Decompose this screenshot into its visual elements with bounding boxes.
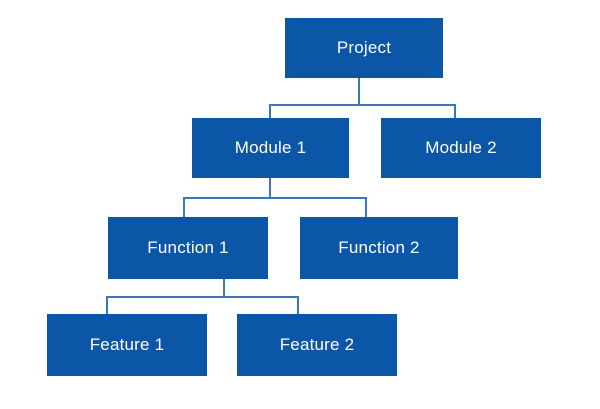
node-project-label: Project [336, 38, 392, 57]
node-feature-2-label: Feature 2 [279, 335, 355, 354]
connector-function-1-drop [183, 197, 185, 217]
node-module-1-label: Module 1 [234, 138, 307, 157]
node-function-1: Function 1 [108, 217, 268, 279]
node-module-2-label: Module 2 [425, 138, 497, 157]
node-project: Project [285, 18, 443, 78]
connector-module-1-drop [269, 104, 271, 118]
connector-module-2-drop [454, 104, 456, 118]
connector-modules-rail [269, 104, 456, 106]
node-function-2: Function 2 [300, 217, 458, 279]
connector-feature-1-drop [106, 296, 108, 314]
node-module-1: Module 1 [192, 118, 349, 178]
node-feature-1: Feature 1 [47, 314, 207, 376]
connector-module-1-stem [269, 178, 271, 199]
node-feature-1-label: Feature 1 [89, 335, 165, 354]
connector-functions-rail [183, 197, 367, 199]
connector-function-1-stem [223, 279, 225, 298]
node-function-1-label: Function 1 [147, 238, 229, 257]
node-feature-2: Feature 2 [237, 314, 397, 376]
node-module-2: Module 2 [381, 118, 541, 178]
connector-features-rail [106, 296, 299, 298]
connector-project-stem [358, 78, 360, 106]
connector-function-2-drop [365, 197, 367, 217]
node-function-2-label: Function 2 [338, 238, 420, 257]
connector-feature-2-drop [297, 296, 299, 314]
